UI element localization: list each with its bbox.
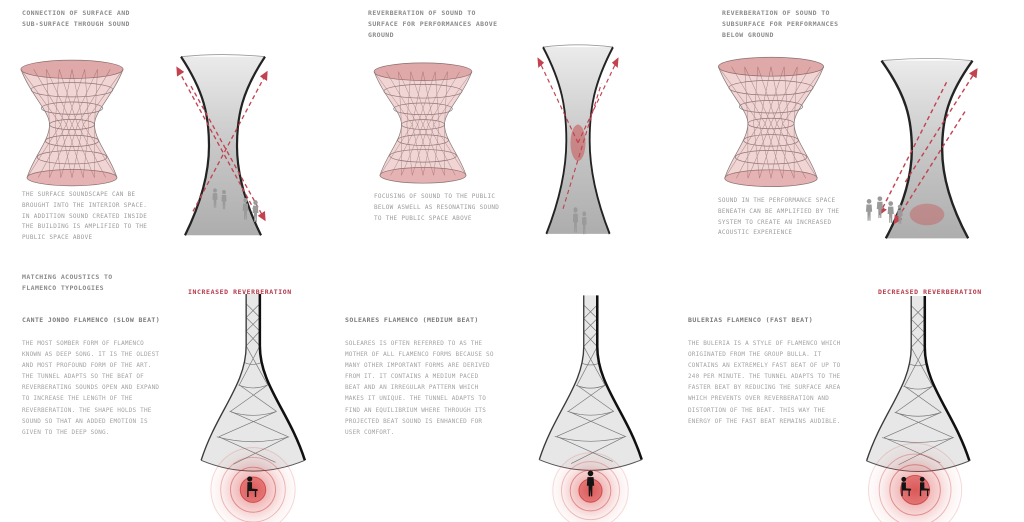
panel1-title: CONNECTION OF SURFACE AND SUB-SURFACE TH… [22,9,130,29]
panel2-title: REVERBERATION OF SOUND TO SURFACE FOR PE… [368,9,498,40]
hourglass-tower-render-2 [362,58,484,190]
section-diagram-3 [865,52,978,247]
flamenco1-body: THE MOST SOMBER FORM OF FLAMENCO KNOWN A… [22,340,160,436]
flamenco3-body: THE BULERIA IS A STYLE OF FLAMENCO WHICH… [688,340,841,425]
sound-arrows [176,66,268,222]
tunnel-tower-2 [518,292,663,522]
hourglass-tower-render-3 [705,52,837,194]
tunnel-tower-3 [842,294,994,522]
hourglass-wire-icon [374,63,472,183]
hourglass-wire-icon [718,57,823,186]
sound-arrows [878,68,978,225]
hourglass-wire-icon [21,60,123,186]
panel1-caption: THE SURFACE SOUNDSCAPE CAN BE BROUGHT IN… [22,191,148,242]
flamenco2-heading: SOLEARES FLAMENCO (MEDIUM BEAT) [345,316,479,324]
increased-reverberation-label: INCREASED REVERBERATION [188,288,292,296]
tunnel-tower-1 [178,292,328,522]
tower-funnel-icon [201,294,305,471]
flamenco3-heading: BULERIAS FLAMENCO (FAST BEAT) [688,316,814,324]
section-diagram-2 [537,38,619,243]
flamenco1-heading: CANTE JONDO FLAMENCO (SLOW BEAT) [22,316,161,324]
section-title: MATCHING ACOUSTICS TO FLAMENCO TYPOLOGIE… [22,273,113,293]
tower-funnel-icon [539,295,641,470]
hourglass-tower-render-1 [8,55,136,193]
subsurface-sound-zone [909,203,945,226]
section-diagram-1 [176,48,268,244]
panel3-title: REVERBERATION OF SOUND TO SUBSURFACE FOR… [722,9,839,40]
panel3-caption: SOUND IN THE PERFORMANCE SPACE BENEATH C… [718,197,840,237]
sound-arrows [537,57,619,210]
panel2-caption: FOCUSING OF SOUND TO THE PUBLIC BELOW AS… [374,193,500,222]
flamenco2-body: SOLEARES IS OFTEN REFERRED TO AS THE MOT… [345,340,494,436]
sound-ripple-icon [207,444,299,522]
decreased-reverberation-label: DECREASED REVERBERATION [878,288,982,296]
